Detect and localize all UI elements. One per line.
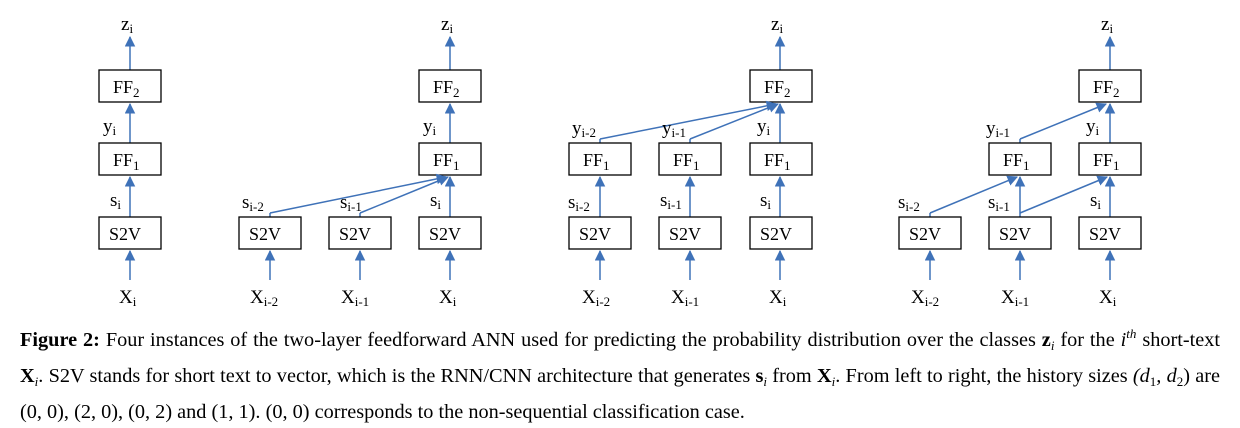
svg-text:Xi-1: Xi-1	[341, 287, 369, 309]
svg-text:S2V: S2V	[339, 224, 371, 244]
svg-text:Xi: Xi	[769, 287, 787, 309]
svg-text:S2V: S2V	[249, 224, 281, 244]
svg-text:zi: zi	[1101, 14, 1113, 36]
svg-text:yi-1: yi-1	[662, 118, 686, 140]
panel-3: zi FF2 yi-2 yi-1 yi FF1 FF1 FF1 si-2 si-…	[568, 14, 813, 309]
svg-text:Xi-1: Xi-1	[671, 287, 699, 309]
svg-text:FF1: FF1	[764, 150, 791, 173]
svg-text:S2V: S2V	[999, 224, 1031, 244]
svg-text:S2V: S2V	[909, 224, 941, 244]
svg-text:Xi-2: Xi-2	[582, 287, 610, 309]
svg-text:FF2: FF2	[764, 77, 791, 100]
figure-label: Figure 2:	[20, 329, 100, 351]
svg-text:FF1: FF1	[583, 150, 610, 173]
figure-caption: Figure 2: Four instances of the two-laye…	[20, 326, 1221, 423]
svg-text:yi-2: yi-2	[572, 118, 596, 140]
svg-text:Xi-2: Xi-2	[911, 287, 939, 309]
ff2-label: FF2	[113, 77, 140, 100]
svg-text:si-1: si-1	[988, 192, 1010, 214]
svg-text:yi: yi	[423, 116, 437, 138]
svg-text:si: si	[1090, 190, 1101, 212]
svg-text:S2V: S2V	[429, 224, 461, 244]
svg-text:FF1: FF1	[1003, 150, 1030, 173]
svg-text:S2V: S2V	[669, 224, 701, 244]
svg-text:Xi: Xi	[439, 287, 457, 309]
y-i-label: yi	[103, 116, 117, 138]
svg-text:Xi: Xi	[1099, 287, 1117, 309]
svg-text:FF1: FF1	[1093, 150, 1120, 173]
svg-text:si-2: si-2	[242, 192, 264, 214]
ff1-box	[98, 142, 162, 176]
panel-4: zi FF2 yi-1 yi FF1 FF1 si-2 si-1 si S2V …	[898, 14, 1142, 309]
panel-2: zi FF2 yi FF1 si-2 si-1 si S2V S2V S2V X…	[238, 14, 482, 309]
svg-text:si-2: si-2	[568, 192, 590, 214]
svg-text:Xi-2: Xi-2	[250, 287, 278, 309]
ann-architecture-diagram: zi FF2 yi FF1 si S2V Xi zi FF2 yi FF1 si…	[98, 14, 1142, 309]
svg-text:zi: zi	[771, 14, 783, 36]
s2v-box	[98, 216, 162, 250]
svg-text:yi-1: yi-1	[986, 118, 1010, 140]
ff2-box	[98, 69, 162, 103]
svg-text:S2V: S2V	[760, 224, 792, 244]
z-i-label: zi	[121, 14, 133, 36]
svg-text:Xi-1: Xi-1	[1001, 287, 1029, 309]
svg-text:si-2: si-2	[898, 192, 920, 214]
svg-text:yi: yi	[757, 116, 771, 138]
svg-text:si: si	[430, 190, 441, 212]
svg-text:zi: zi	[441, 14, 453, 36]
x-i-label: Xi	[119, 287, 137, 309]
svg-text:FF1: FF1	[673, 150, 700, 173]
svg-text:si-1: si-1	[340, 192, 362, 214]
svg-text:si: si	[760, 190, 771, 212]
svg-text:FF1: FF1	[433, 150, 460, 173]
svg-text:FF2: FF2	[1093, 77, 1120, 100]
svg-text:S2V: S2V	[579, 224, 611, 244]
panel-1: zi FF2 yi FF1 si S2V Xi	[98, 14, 162, 309]
s-i-label: si	[110, 190, 121, 212]
svg-text:FF2: FF2	[433, 77, 460, 100]
svg-text:si-1: si-1	[660, 190, 682, 212]
svg-text:yi: yi	[1086, 116, 1100, 138]
svg-text:S2V: S2V	[1089, 224, 1121, 244]
s2v-label: S2V	[109, 224, 141, 244]
ff1-label: FF1	[113, 150, 140, 173]
